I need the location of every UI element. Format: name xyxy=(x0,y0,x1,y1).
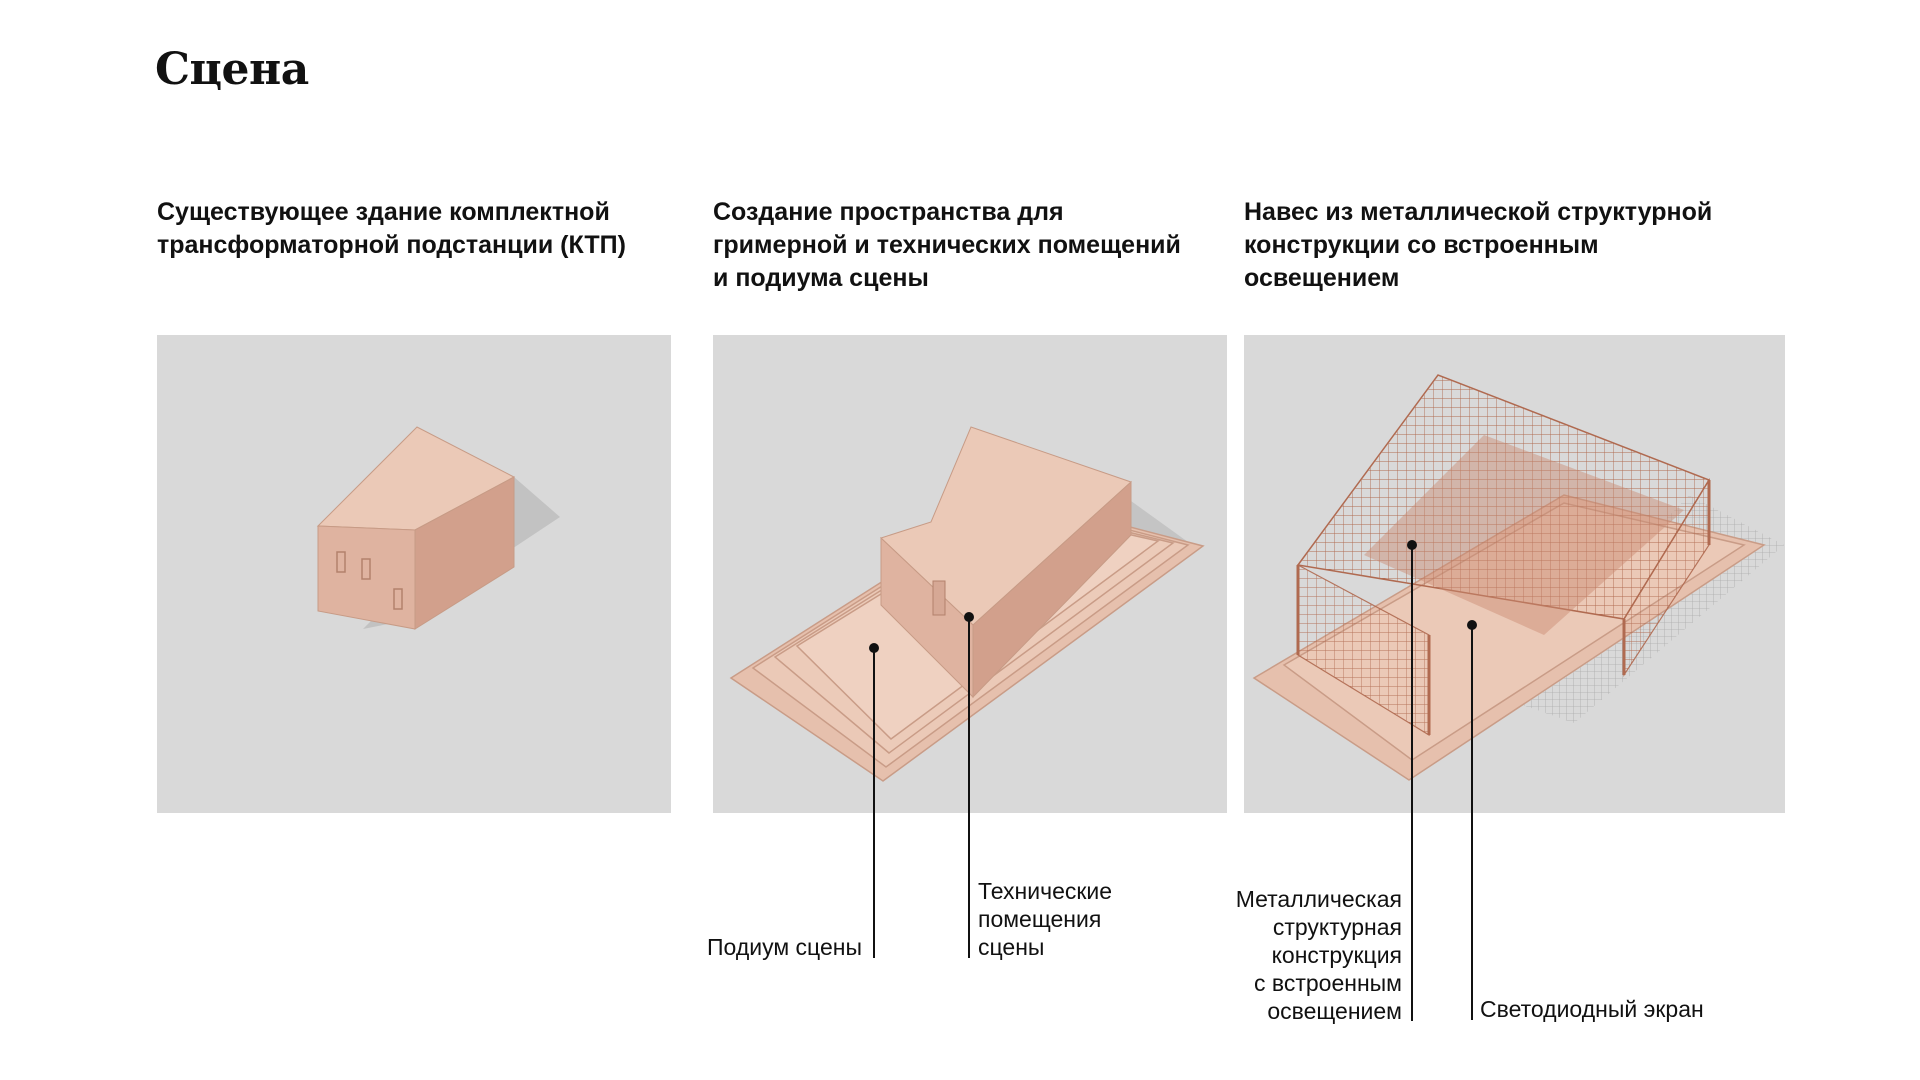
podium-callout-line xyxy=(873,648,875,958)
canopy-model xyxy=(1252,374,1784,781)
building-front-face xyxy=(317,525,416,630)
tech-rooms-door xyxy=(932,580,946,616)
stage-3-heading-line-1: Навес из металлической структурной xyxy=(1244,198,1713,226)
tech-rooms-callout-line xyxy=(968,617,970,958)
stage-2-heading-line-1: Создание пространства для xyxy=(713,198,1064,226)
stage-2-heading: Создание пространства для гримерной и те… xyxy=(713,196,1181,295)
tech-rooms-callout-label: Технические помещения сцены xyxy=(978,877,1112,961)
podium-model xyxy=(729,426,1205,782)
stage-2-heading-line-3: и подиума сцены xyxy=(713,264,929,292)
tech-rooms-callout-line-2: помещения xyxy=(978,906,1102,932)
metal-structure-callout-line-4: с встроенным xyxy=(1253,970,1402,996)
stage-2-render xyxy=(713,335,1227,813)
metal-structure-callout-line xyxy=(1411,545,1413,1021)
stage-3-heading-line-2: конструкции со встроенным xyxy=(1244,231,1599,259)
stage-3-render xyxy=(1244,335,1785,813)
led-screen-callout-label: Светодиодный экран xyxy=(1480,995,1704,1023)
building-window-1 xyxy=(336,551,346,573)
tech-rooms-callout-line-1: Технические xyxy=(978,878,1113,904)
stage-1-heading-line-2: трансформаторной подстанции (КТП) xyxy=(157,231,626,259)
podium-callout-label: Подиум сцены xyxy=(707,933,862,961)
stage-2-heading-line-2: гримерной и технических помещений xyxy=(713,231,1181,259)
stage-1-render xyxy=(157,335,671,813)
metal-structure-callout-line-1: Металлическая xyxy=(1235,886,1402,912)
tech-rooms-side xyxy=(972,480,1132,699)
podium-callout-line-1: Подиум сцены xyxy=(707,934,862,960)
metal-structure-callout-line-3: конструкция xyxy=(1271,942,1402,968)
tech-rooms-callout-line-3: сцены xyxy=(978,934,1045,960)
existing-building-model xyxy=(316,426,560,630)
metal-structure-callout-line-2: структурная xyxy=(1272,914,1402,940)
page-title: Сцена xyxy=(155,44,309,95)
led-screen-callout-line xyxy=(1471,625,1473,1020)
stage-3-heading: Навес из металлической структурной конст… xyxy=(1244,196,1712,295)
building-side-face xyxy=(414,476,515,630)
building-window-2 xyxy=(361,558,371,580)
stage-1-heading-line-1: Существующее здание комплектной xyxy=(157,198,610,226)
led-screen-callout-line-1: Светодиодный экран xyxy=(1480,996,1704,1022)
canopy-inner-mass xyxy=(1364,435,1684,635)
metal-structure-callout-label: Металлическая структурная конструкция с … xyxy=(1236,885,1402,1025)
metal-structure-callout-line-5: освещением xyxy=(1267,998,1402,1024)
stage-1-heading: Существующее здание комплектной трансфор… xyxy=(157,196,626,262)
building-window-3 xyxy=(393,588,403,610)
stage-3-heading-line-3: освещением xyxy=(1244,264,1400,292)
